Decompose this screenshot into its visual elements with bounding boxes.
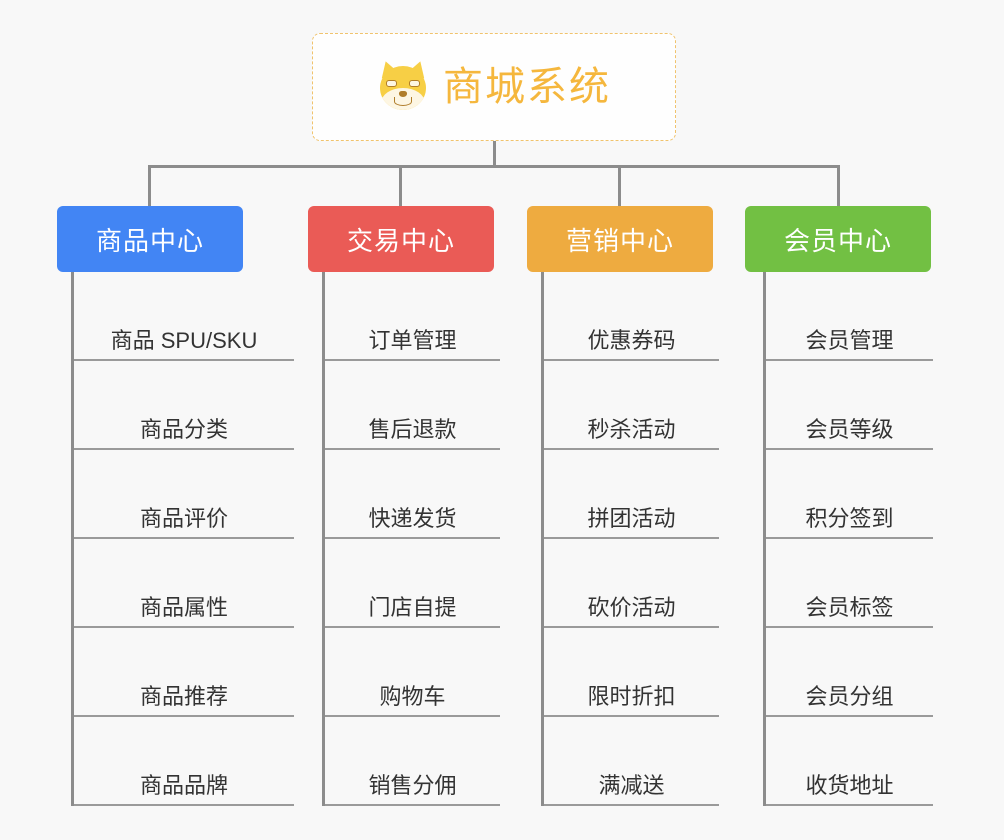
list-item[interactable]: 限时折扣 xyxy=(544,628,719,717)
category-label: 商品中心 xyxy=(95,225,204,256)
leaf-label: 优惠券码 xyxy=(587,327,676,353)
category-label: 营销中心 xyxy=(565,225,674,256)
list-item[interactable]: 售后退款 xyxy=(325,361,500,450)
category-label: 会员中心 xyxy=(783,225,892,256)
leaf-list-product: 商品 SPU/SKU 商品分类 商品评价 商品属性 商品推荐 商品品牌 xyxy=(71,272,294,806)
leaf-label: 售后退款 xyxy=(368,416,457,442)
connector-horizontal-bus xyxy=(148,165,840,168)
leaf-label: 商品 SPU/SKU xyxy=(110,327,258,353)
leaf-list-trade: 订单管理 售后退款 快递发货 门店自提 购物车 销售分佣 xyxy=(322,272,500,806)
list-item[interactable]: 门店自提 xyxy=(325,539,500,628)
root-node-mall-system[interactable]: 商城系统 xyxy=(312,33,676,141)
leaf-label: 会员等级 xyxy=(805,416,894,442)
leaf-label: 限时折扣 xyxy=(587,683,676,709)
category-header-marketing[interactable]: 营销中心 xyxy=(527,206,713,272)
list-item[interactable]: 会员标签 xyxy=(766,539,933,628)
connector-drop-1 xyxy=(399,165,402,206)
leaf-label: 商品推荐 xyxy=(139,683,228,709)
category-column-trade: 交易中心 订单管理 售后退款 快递发货 门店自提 购物车 销售分佣 xyxy=(308,206,500,806)
list-item[interactable]: 会员管理 xyxy=(766,272,933,361)
leaf-label: 满减送 xyxy=(598,772,665,798)
list-item[interactable]: 购物车 xyxy=(325,628,500,717)
leaf-label: 门店自提 xyxy=(368,594,457,620)
list-item[interactable]: 商品属性 xyxy=(74,539,294,628)
category-header-member[interactable]: 会员中心 xyxy=(745,206,931,272)
leaf-label: 订单管理 xyxy=(368,327,457,353)
category-header-product[interactable]: 商品中心 xyxy=(57,206,243,272)
list-item[interactable]: 积分签到 xyxy=(766,450,933,539)
shiba-inu-dog-icon xyxy=(377,58,429,113)
list-item[interactable]: 拼团活动 xyxy=(544,450,719,539)
list-item[interactable]: 会员分组 xyxy=(766,628,933,717)
list-item[interactable]: 商品品牌 xyxy=(74,717,294,806)
list-item[interactable]: 订单管理 xyxy=(325,272,500,361)
list-item[interactable]: 快递发货 xyxy=(325,450,500,539)
list-item[interactable]: 会员等级 xyxy=(766,361,933,450)
list-item[interactable]: 商品 SPU/SKU xyxy=(74,272,294,361)
connector-drop-3 xyxy=(837,165,840,206)
leaf-label: 会员管理 xyxy=(805,327,894,353)
leaf-label: 商品品牌 xyxy=(139,772,228,798)
connector-drop-2 xyxy=(618,165,621,206)
leaf-label: 积分签到 xyxy=(805,505,894,531)
leaf-label: 砍价活动 xyxy=(587,594,676,620)
category-header-trade[interactable]: 交易中心 xyxy=(308,206,494,272)
leaf-label: 购物车 xyxy=(379,683,446,709)
category-label: 交易中心 xyxy=(346,225,455,256)
leaf-label: 商品分类 xyxy=(139,416,228,442)
connector-drop-0 xyxy=(148,165,151,206)
leaf-label: 拼团活动 xyxy=(587,505,676,531)
list-item[interactable]: 砍价活动 xyxy=(544,539,719,628)
list-item[interactable]: 商品推荐 xyxy=(74,628,294,717)
leaf-label: 会员标签 xyxy=(805,594,894,620)
leaf-label: 秒杀活动 xyxy=(587,416,676,442)
list-item[interactable]: 秒杀活动 xyxy=(544,361,719,450)
list-item[interactable]: 销售分佣 xyxy=(325,717,500,806)
list-item[interactable]: 收货地址 xyxy=(766,717,933,806)
list-item[interactable]: 商品分类 xyxy=(74,361,294,450)
list-item[interactable]: 优惠券码 xyxy=(544,272,719,361)
connector-root-stem xyxy=(493,141,496,168)
root-title: 商城系统 xyxy=(443,65,611,109)
leaf-label: 快递发货 xyxy=(368,505,457,531)
leaf-list-marketing: 优惠券码 秒杀活动 拼团活动 砍价活动 限时折扣 满减送 xyxy=(541,272,719,806)
list-item[interactable]: 满减送 xyxy=(544,717,719,806)
category-column-product: 商品中心 商品 SPU/SKU 商品分类 商品评价 商品属性 商品推荐 商品品牌 xyxy=(57,206,294,806)
leaf-label: 销售分佣 xyxy=(368,772,457,798)
leaf-label: 收货地址 xyxy=(805,772,894,798)
leaf-label: 商品评价 xyxy=(139,505,228,531)
leaf-label: 商品属性 xyxy=(139,594,228,620)
category-column-member: 会员中心 会员管理 会员等级 积分签到 会员标签 会员分组 收货地址 xyxy=(745,206,933,806)
list-item[interactable]: 商品评价 xyxy=(74,450,294,539)
leaf-label: 会员分组 xyxy=(805,683,894,709)
category-column-marketing: 营销中心 优惠券码 秒杀活动 拼团活动 砍价活动 限时折扣 满减送 xyxy=(527,206,719,806)
leaf-list-member: 会员管理 会员等级 积分签到 会员标签 会员分组 收货地址 xyxy=(763,272,933,806)
